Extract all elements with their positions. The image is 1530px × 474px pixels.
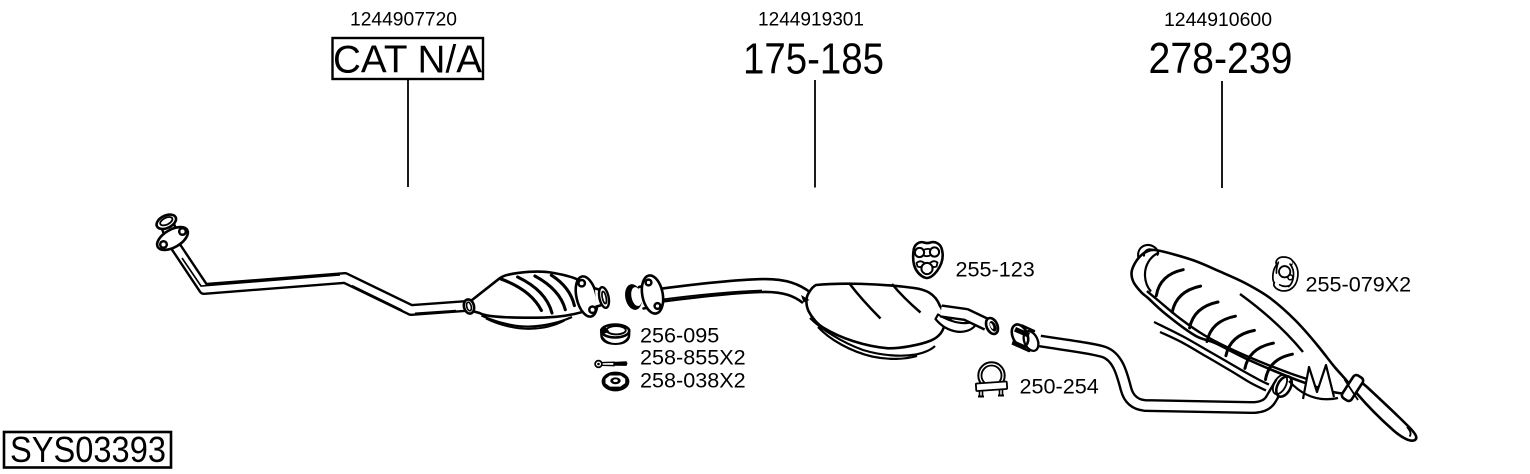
svg-text:175-185: 175-185 bbox=[743, 35, 884, 83]
svg-text:255-079X2: 255-079X2 bbox=[1306, 272, 1412, 297]
svg-text:250-254: 250-254 bbox=[1020, 373, 1099, 398]
svg-text:278-239: 278-239 bbox=[1149, 35, 1293, 83]
svg-text:1244907720: 1244907720 bbox=[350, 8, 457, 30]
svg-text:SYS03393: SYS03393 bbox=[10, 429, 166, 470]
svg-text:258-855X2: 258-855X2 bbox=[640, 345, 746, 370]
svg-text:256-095: 256-095 bbox=[640, 323, 719, 348]
svg-text:255-123: 255-123 bbox=[956, 256, 1035, 281]
svg-text:CAT N/A: CAT N/A bbox=[333, 39, 482, 82]
svg-text:1244919301: 1244919301 bbox=[758, 8, 864, 30]
svg-text:1244910600: 1244910600 bbox=[1164, 9, 1272, 31]
svg-text:258-038X2: 258-038X2 bbox=[640, 367, 746, 392]
